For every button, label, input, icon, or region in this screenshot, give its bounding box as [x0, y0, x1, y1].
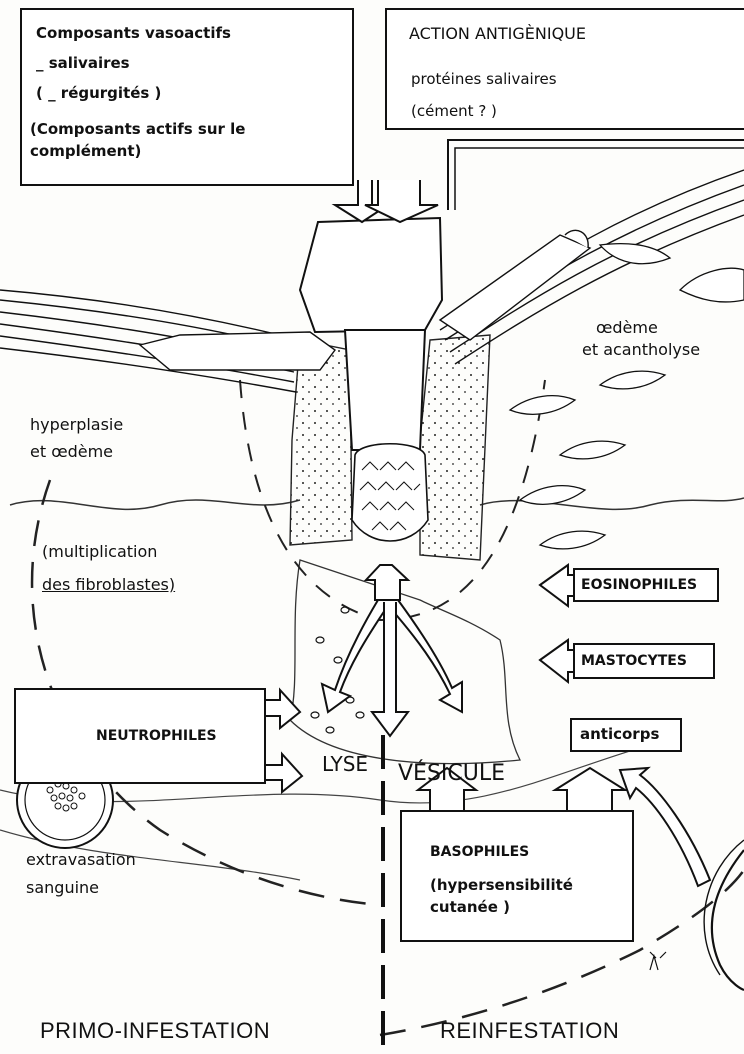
cement-cone-right: [420, 335, 490, 560]
basophiles-line3: cutanée ): [430, 898, 510, 917]
eosinophiles-box: EOSINOPHILES: [573, 568, 719, 602]
caption-primo-infestation: PRIMO-INFESTATION: [40, 1018, 270, 1044]
basophil-arrow-right: [555, 768, 625, 810]
antigenic-bracket-inner: [455, 148, 744, 210]
vasoactive-line5: complément): [30, 142, 141, 161]
tick-hypostome: [345, 330, 425, 450]
mastocyte-arrow: [540, 640, 575, 682]
lymph-vessel: [704, 840, 744, 975]
neutrophiles-label: NEUTROPHILES: [96, 728, 217, 746]
label-oedeme-left: et œdème: [30, 442, 113, 462]
arrow-antigenic: [365, 180, 438, 222]
caption-reinfestation: REINFESTATION: [440, 1018, 619, 1044]
antigenic-bracket: [448, 140, 744, 210]
mastocytes-box: MASTOCYTES: [573, 643, 715, 679]
center-up-arrow: [366, 565, 408, 600]
basophiles-title: BASOPHILES: [430, 844, 529, 862]
antigenic-action-box: ACTION ANTIGÈNIQUE protéines salivaires …: [385, 8, 744, 130]
lesion-outline: [290, 560, 520, 764]
branch-arrow-left: [322, 600, 385, 712]
label-sanguine: sanguine: [26, 878, 99, 898]
anticorps-label: anticorps: [580, 725, 659, 744]
antigenic-title: ACTION ANTIGÈNIQUE: [409, 24, 586, 44]
eosinophiles-label: EOSINOPHILES: [581, 577, 697, 595]
label-fibroblastes: des fibroblastes): [42, 575, 175, 595]
neutrophil-dots: [311, 607, 364, 733]
label-extravasation: extravasation: [26, 850, 136, 870]
label-multiplication: (multiplication: [42, 542, 157, 562]
vasoactive-line1: Composants vasoactifs: [36, 24, 231, 43]
left-palp: [0, 290, 335, 392]
vasoactive-line2: _ salivaires: [36, 54, 130, 73]
cement-cone-left: [290, 340, 352, 545]
eosinophil-arrow: [540, 565, 575, 606]
basophiles-box: BASOPHILES (hypersensibilité cutanée ): [400, 810, 634, 942]
vasoactive-line4: (Composants actifs sur le: [30, 120, 245, 139]
oedema-scales: [510, 244, 744, 549]
vasoactive-line3: ( _ régurgités ): [36, 84, 161, 103]
anticorps-box: anticorps: [570, 718, 682, 752]
hypostome-barbs: [352, 444, 428, 541]
label-hyperplasie: hyperplasie: [30, 415, 123, 435]
branch-arrow-right: [392, 600, 462, 712]
antigenic-line2: protéines salivaires: [411, 70, 557, 89]
neutrophiles-box: NEUTROPHILES: [14, 688, 266, 784]
basophiles-line2: (hypersensibilité: [430, 876, 573, 895]
label-oedeme-right: œdème: [596, 318, 658, 338]
neutrophil-arrow-bottom: [262, 754, 302, 792]
tick-capitulum: [300, 218, 442, 332]
small-tick-sketch: [650, 952, 666, 970]
mastocytes-label: MASTOCYTES: [581, 653, 687, 671]
label-acantholyse: et acantholyse: [582, 340, 700, 360]
label-vesicule: VÉSICULE: [398, 760, 505, 788]
antigenic-line3: (cément ? ): [411, 102, 497, 121]
skin-layer-line: [10, 500, 300, 509]
vasoactive-components-box: Composants vasoactifs _ salivaires ( _ r…: [20, 8, 354, 186]
label-lyse: LYSE: [322, 752, 368, 777]
